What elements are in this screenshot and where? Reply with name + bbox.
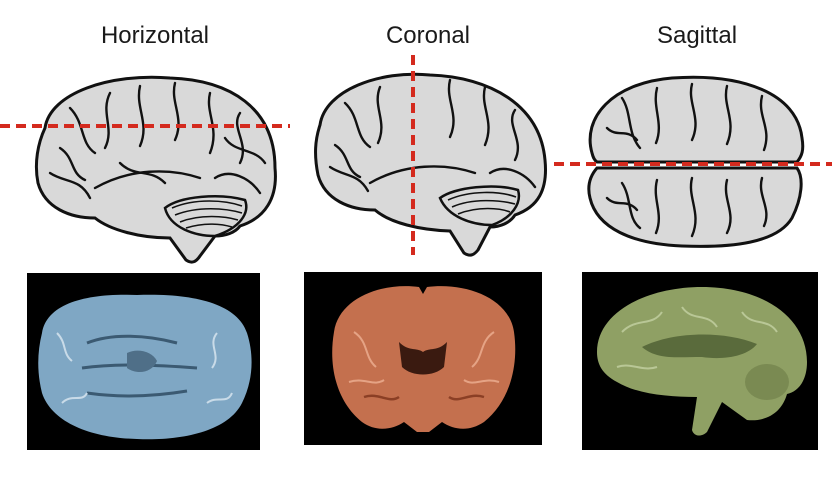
- coronal-brain-diagram: [300, 55, 560, 260]
- cerebellum-lines: [171, 200, 243, 229]
- cerebellum-lines: [447, 191, 517, 215]
- coronal-slice-image: [304, 272, 542, 445]
- sagittal-slice-image: [582, 272, 818, 450]
- sulci-lines: [48, 81, 267, 200]
- brain-outline: [34, 75, 277, 264]
- sulci-lines: [328, 78, 537, 193]
- sagittal-brain-diagram: [552, 68, 834, 258]
- coronal-title: Coronal: [385, 22, 471, 49]
- sagittal-title: Sagittal: [656, 22, 738, 49]
- brain-outline: [314, 72, 548, 257]
- sulci-lines: [605, 82, 768, 238]
- horizontal-slice-image: [27, 273, 260, 450]
- horizontal-title: Horizontal: [100, 22, 210, 49]
- horizontal-brain-diagram: [0, 68, 300, 268]
